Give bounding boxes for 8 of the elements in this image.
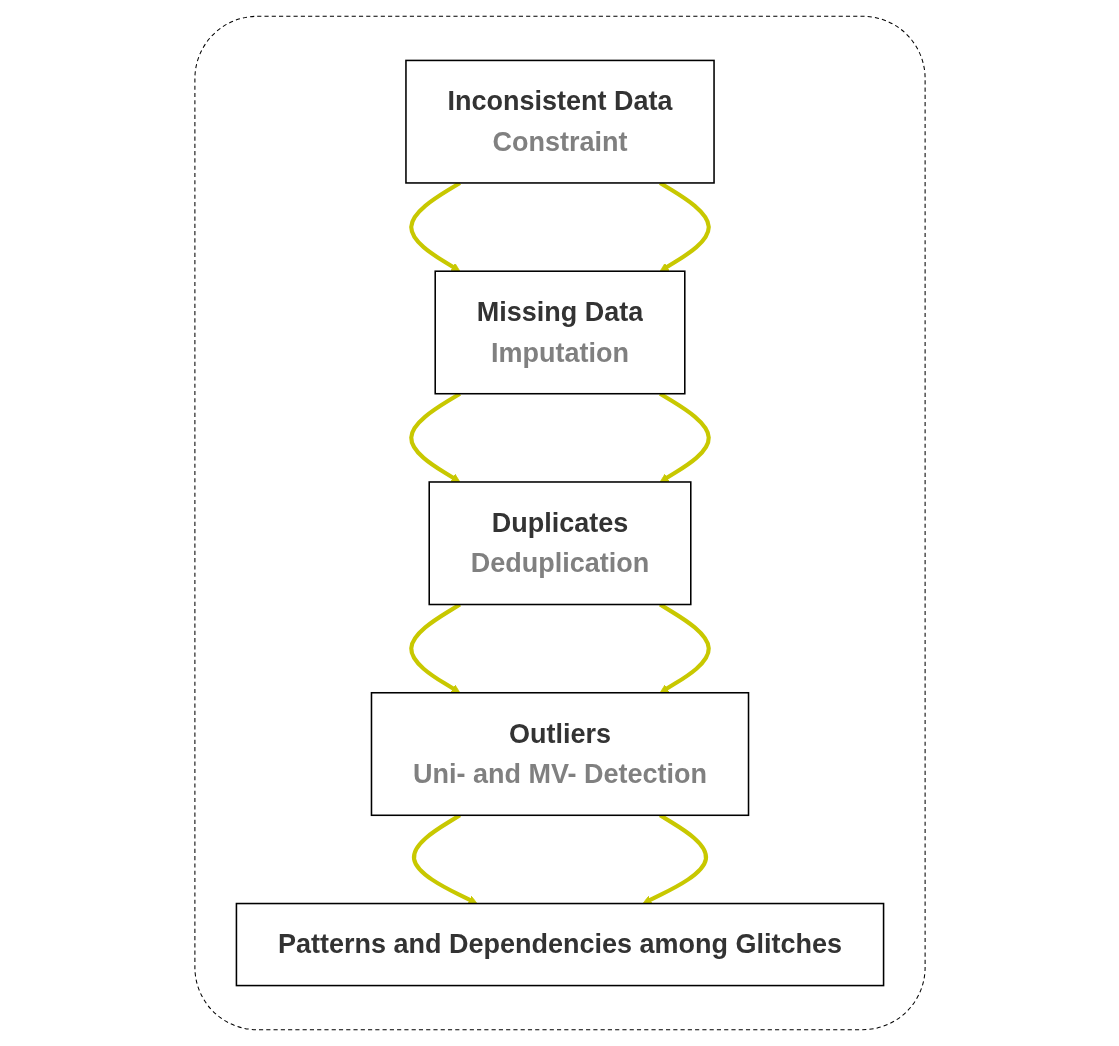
node-box: Inconsistent Data Constraint [404, 59, 715, 184]
cluster [193, 15, 926, 1031]
node-box: Duplicates Deduplication [427, 481, 692, 606]
node-box: Missing Data Imputation [433, 270, 686, 395]
node-box: Outliers Uni- and MV- Detection [370, 692, 749, 817]
arrow [658, 181, 711, 272]
arrow [408, 181, 461, 272]
node-box: Patterns and Dependencies among Glitches [235, 902, 884, 987]
